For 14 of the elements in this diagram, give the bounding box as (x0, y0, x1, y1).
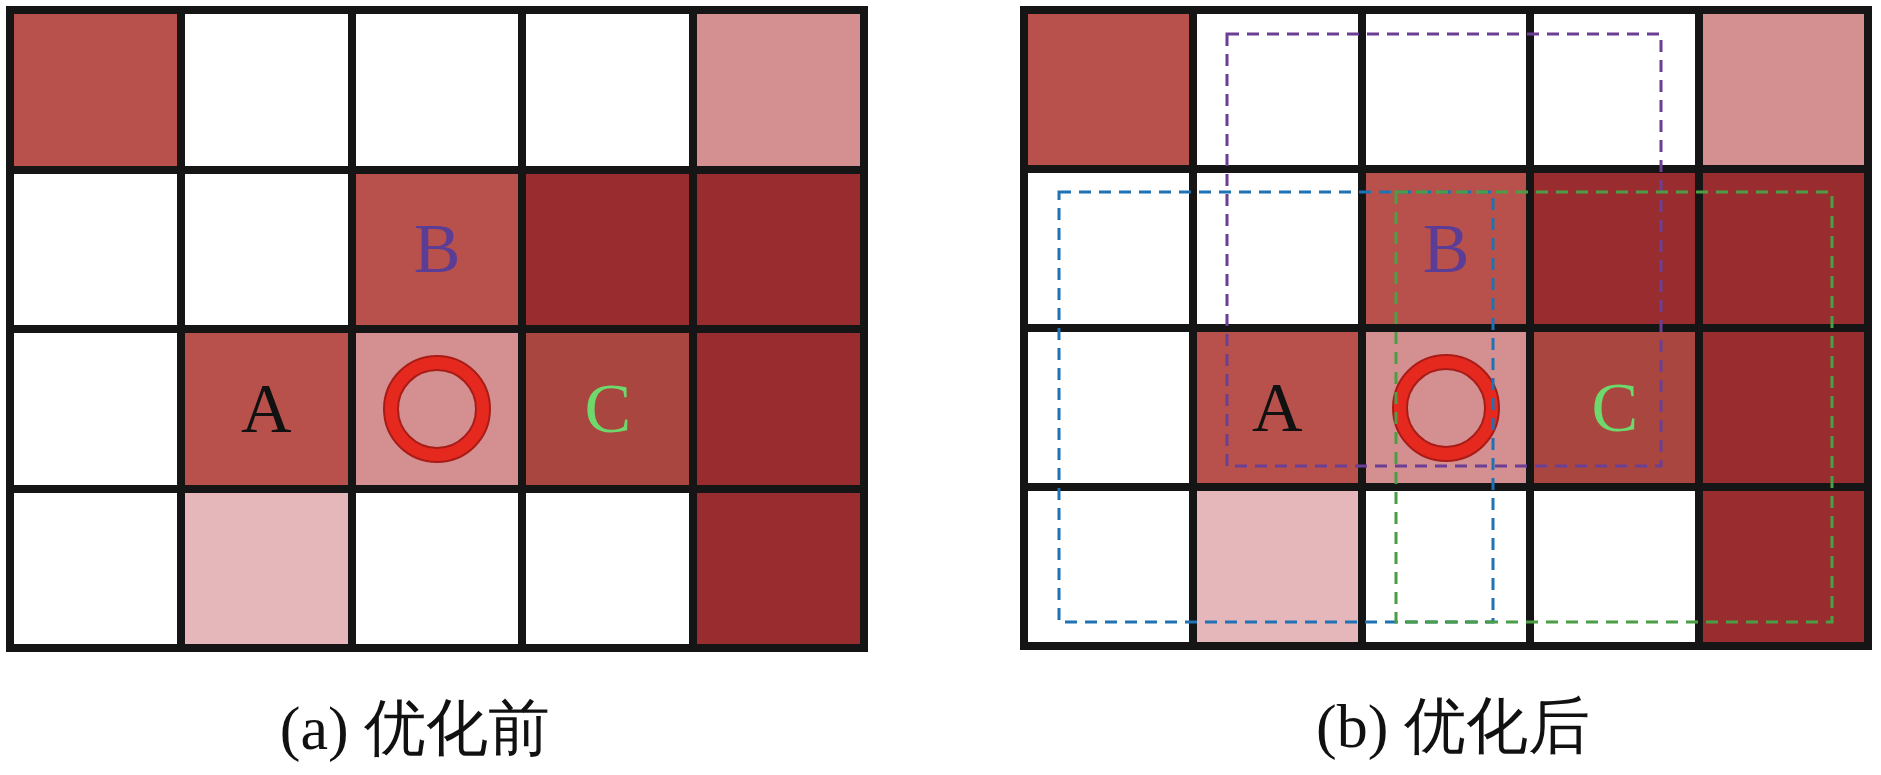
letter-label: B (1422, 213, 1470, 284)
grid-cell (1196, 332, 1358, 483)
grid-cell (1534, 332, 1696, 483)
grid-cell (1365, 173, 1527, 324)
grid-cell (184, 333, 348, 485)
letter-label: C (584, 373, 632, 444)
figure-caption: (b) 优化后 (1316, 692, 1590, 761)
grid-cell (355, 173, 519, 325)
letter-label: A (240, 373, 292, 444)
figure-caption: (a) 优化前 (279, 694, 551, 763)
letter-label: A (1251, 372, 1303, 443)
letter-label: B (413, 214, 461, 285)
grid-cell (526, 333, 690, 485)
letter-label: C (1591, 372, 1639, 443)
